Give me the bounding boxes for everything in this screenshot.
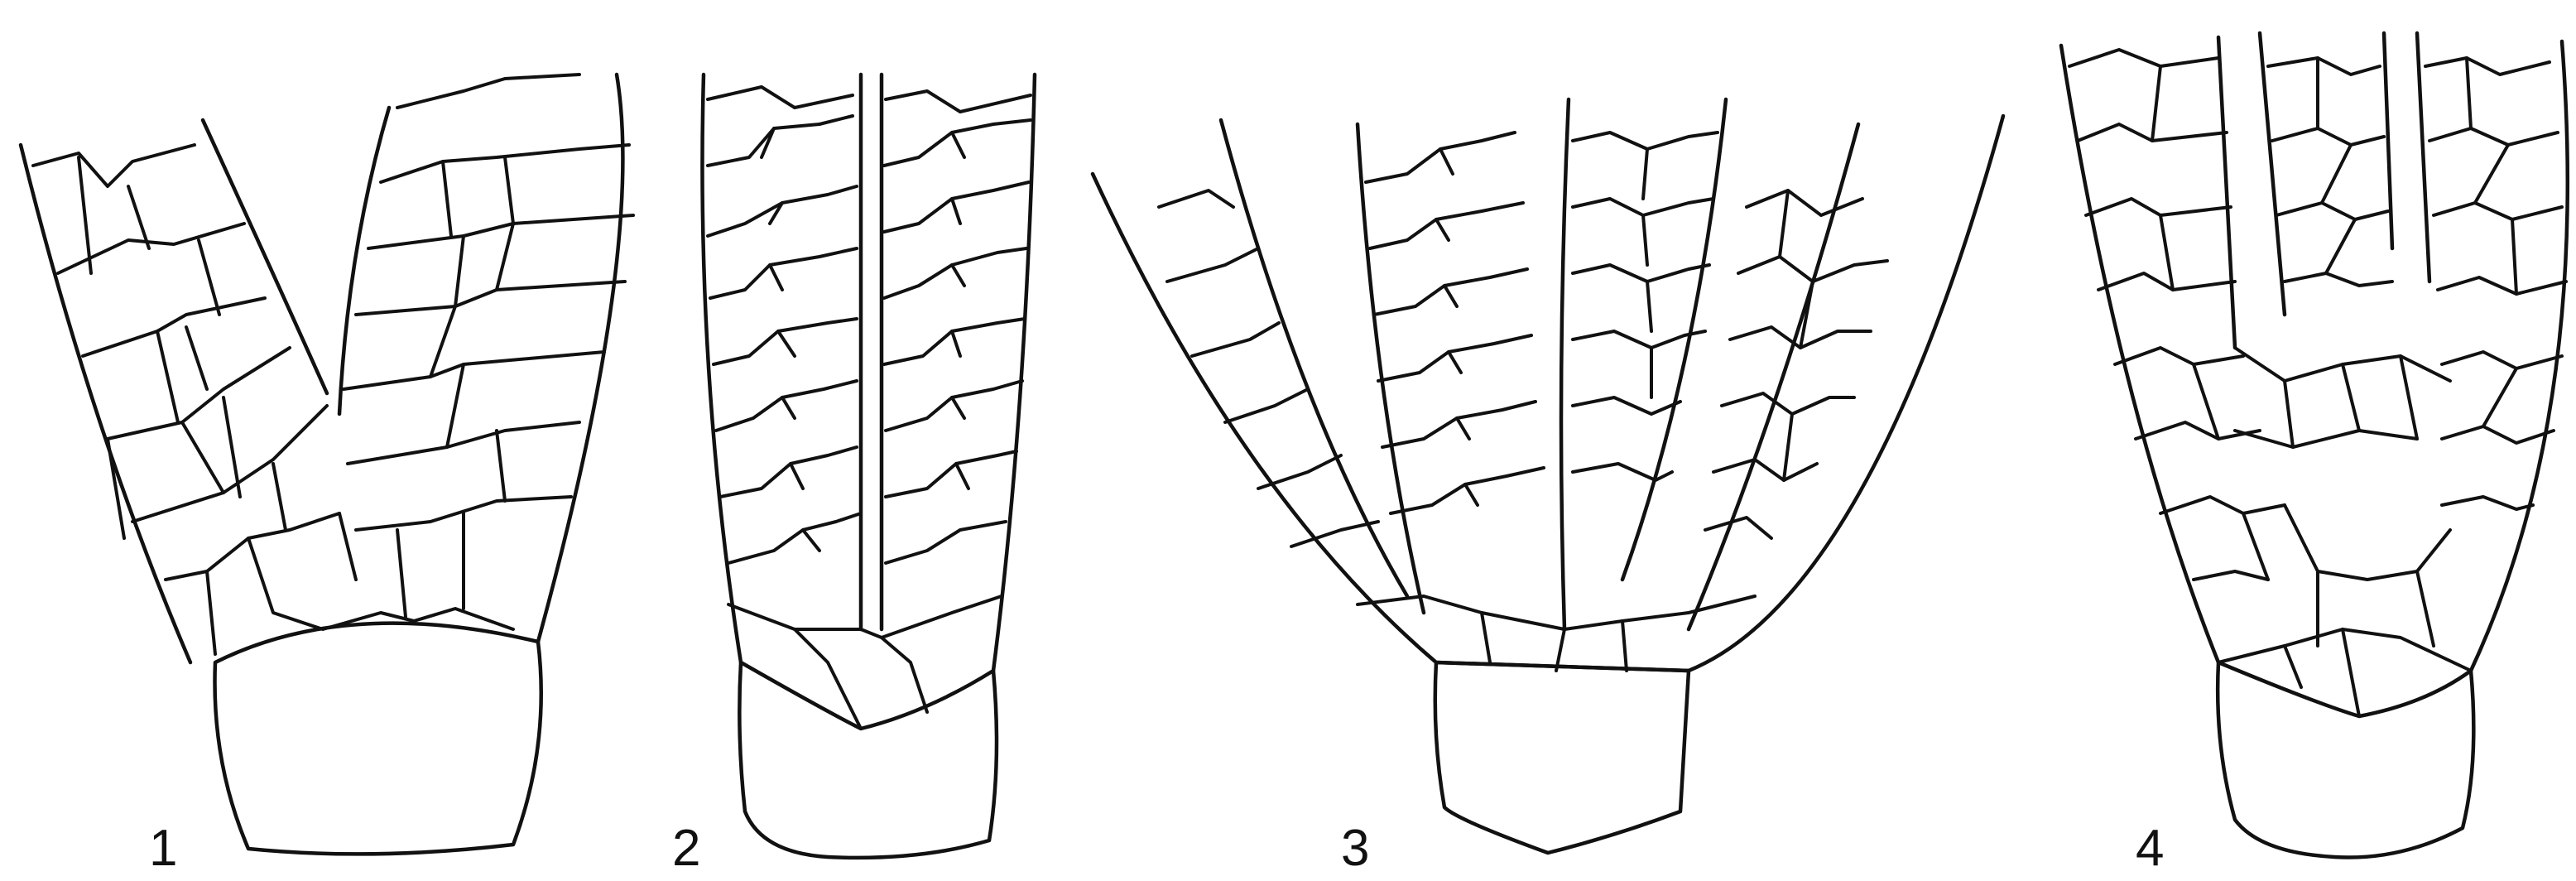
panel-3-basal-cell — [1435, 662, 1689, 853]
panel-3-lobe-dividers — [1221, 99, 1858, 629]
panel-label-4: 4 — [2136, 820, 2164, 877]
panel-2-outline — [702, 75, 1035, 671]
panel-2-basal-cell — [739, 662, 997, 858]
panel-4-cells — [2069, 50, 2566, 716]
panel-1 — [21, 75, 633, 854]
panel-1-cells — [33, 75, 633, 654]
panel-4 — [2061, 33, 2568, 858]
panel-label-2: 2 — [672, 820, 700, 877]
panel-2 — [702, 75, 1035, 858]
panel-3 — [1093, 99, 2003, 853]
panel-2-cells — [708, 87, 1031, 729]
panel-label-3: 3 — [1341, 820, 1369, 877]
panel-1-left-arm — [21, 120, 327, 662]
panel-label-1: 1 — [149, 820, 177, 877]
panel-3-outline — [1093, 116, 2003, 671]
panel-1-basal-cell — [215, 623, 541, 855]
panel-3-cells — [1159, 132, 1887, 671]
panel-4-basal-cell — [2218, 662, 2473, 858]
